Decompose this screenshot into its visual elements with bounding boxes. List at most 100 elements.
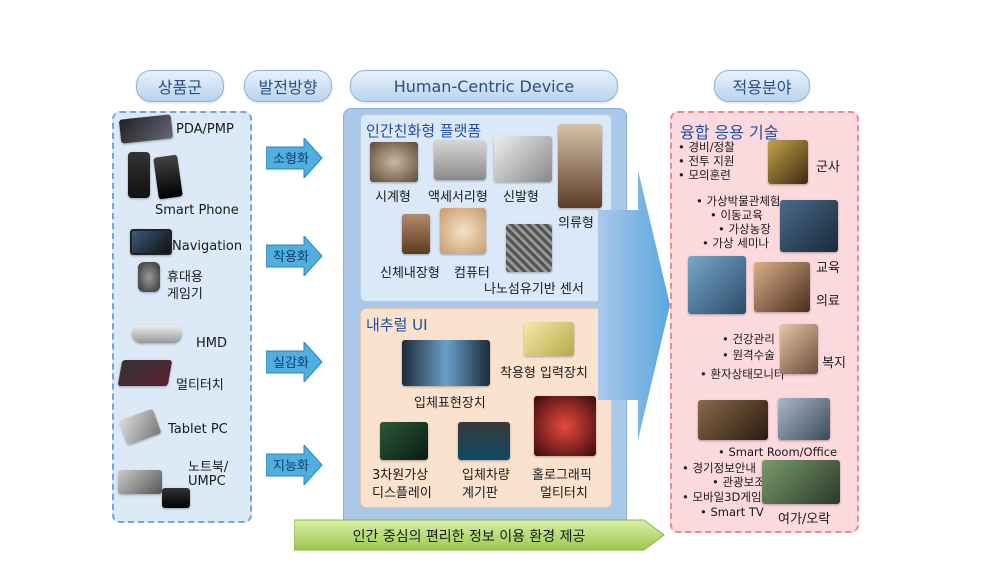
military-item-label: 경비/정찰	[688, 140, 735, 154]
dashboard-image	[458, 422, 510, 460]
military-image	[768, 140, 808, 184]
education-item: • 가상 세미나	[702, 236, 770, 250]
clothing-image	[558, 124, 602, 208]
holographic-image	[534, 396, 596, 456]
fusion-title: 융합 응용 기술	[680, 123, 779, 142]
direction-arrow-realistic: 실감화	[266, 342, 324, 382]
military-item: • 모의훈련	[678, 168, 731, 182]
education-item: • 가상박물관체험	[696, 194, 781, 208]
welfare-item: • 원격수술	[722, 348, 775, 362]
multitouch-image	[117, 360, 173, 386]
welfare-item: • 환자상태모니터	[700, 367, 785, 381]
arrow-right-icon	[266, 138, 323, 178]
education-item: • 가상농장	[718, 222, 771, 236]
direction-label-wearable: 착용화	[273, 250, 309, 265]
welfare-item-label: 원격수술	[732, 348, 775, 362]
leisure-item: • Smart TV	[700, 505, 764, 519]
ui-holo-1: 홀로그래픽	[532, 468, 592, 483]
product-navigation: Navigation	[172, 239, 243, 254]
smart-room-image-1	[698, 400, 768, 440]
leisure-item: • 경기정보안내	[682, 461, 756, 475]
watch-image	[370, 142, 418, 182]
medical-image-1	[688, 256, 746, 314]
ui-holo-2: 멀티터치	[540, 486, 588, 501]
product-notebook-1: 노트북/	[188, 460, 229, 475]
platform-clothing: 의류형	[558, 216, 594, 231]
direction-arrow-miniaturization: 소형화	[266, 138, 324, 178]
ui-display3d-2: 디스플레이	[372, 486, 432, 501]
fusion-education: 교육	[816, 261, 840, 276]
smart-room-item: • Smart Room/Office	[718, 445, 838, 459]
fusion-medical: 의료	[816, 294, 840, 309]
product-tablet: Tablet PC	[168, 422, 228, 437]
welfare-item: • 건강관리	[722, 332, 775, 346]
leisure-item: • 관광보조	[712, 475, 765, 489]
fusion-military: 군사	[816, 160, 840, 175]
header-application-label: 적용분야	[732, 78, 792, 97]
education-item-label: 가상박물관체험	[706, 194, 781, 208]
portable-game-image	[138, 262, 160, 292]
natural-ui-title: 내추럴 UI	[366, 316, 428, 334]
display3d-image	[380, 422, 428, 460]
arrow-right-icon	[266, 445, 323, 485]
implant-image	[402, 214, 430, 254]
welfare-item-label: 건강관리	[732, 332, 775, 346]
stereo-display-image	[402, 340, 490, 386]
ui-display3d-1: 3차원가상	[372, 468, 429, 483]
leisure-item: • 모바일3D게임	[682, 490, 762, 504]
leisure-image	[762, 460, 840, 504]
direction-label-miniaturization: 소형화	[273, 152, 309, 167]
accessory-image	[434, 140, 486, 180]
platform-shoe: 신발형	[503, 190, 539, 205]
header-device: Human-Centric Device	[350, 70, 618, 102]
ui-dashboard-2: 계기판	[462, 486, 498, 501]
header-application: 적용분야	[714, 70, 810, 102]
product-multitouch: 멀티터치	[176, 378, 224, 393]
welfare-item-label: 환자상태모니터	[710, 367, 785, 381]
platform-implant: 신체내장형	[380, 266, 440, 281]
direction-label-realistic: 실감화	[273, 356, 309, 371]
navigation-image	[130, 229, 172, 255]
education-item-label: 가상 세미나	[712, 236, 770, 250]
education-item: • 이동교육	[710, 208, 763, 222]
leisure-item-label: 관광보조	[722, 475, 765, 489]
product-pda: PDA/PMP	[176, 122, 234, 137]
footer-text: 인간 중심의 편리한 정보 이용 환경 제공	[352, 529, 586, 545]
product-smartphone: Smart Phone	[155, 203, 239, 218]
arrow-right-icon	[266, 342, 323, 382]
military-item: • 전투 지원	[678, 154, 735, 168]
leisure-item-label: 모바일3D게임	[692, 490, 762, 504]
fusion-leisure: 여가/오락	[778, 512, 831, 527]
computer-image	[440, 208, 486, 254]
welfare-image	[780, 324, 818, 374]
header-direction: 발전방향	[244, 70, 332, 102]
ui-stereo: 입체표현장치	[414, 396, 486, 411]
wearable-input-image	[524, 322, 574, 356]
military-item: • 경비/정찰	[678, 140, 735, 154]
direction-arrow-intelligent: 지능화	[266, 445, 324, 485]
military-item-label: 전투 지원	[688, 154, 735, 168]
notebook-image	[118, 470, 162, 494]
smart-room-label: Smart Room/Office	[728, 445, 838, 459]
product-notebook-2: UMPC	[188, 474, 226, 489]
medical-image-2	[754, 262, 810, 312]
smart-room-image-2	[778, 398, 830, 440]
header-device-label: Human-Centric Device	[393, 76, 575, 96]
header-product-group: 상품군	[136, 70, 224, 102]
military-item-label: 모의훈련	[688, 168, 731, 182]
header-direction-label: 발전방향	[258, 78, 318, 97]
hmd-image	[132, 325, 182, 343]
education-image	[780, 200, 838, 252]
platform-title: 인간친화형 플랫폼	[366, 122, 482, 140]
product-portable-game-1: 휴대용	[167, 270, 203, 285]
shoe-image	[494, 136, 552, 182]
product-hmd: HMD	[196, 336, 228, 351]
smartphone-image-1	[128, 152, 150, 198]
education-item-label: 가상농장	[728, 222, 771, 236]
platform-accessory: 액세서리형	[428, 190, 488, 205]
platform-watch: 시계형	[375, 190, 411, 205]
header-product-group-label: 상품군	[157, 78, 203, 97]
education-item-label: 이동교육	[720, 208, 763, 222]
direction-arrow-wearable: 착용화	[266, 236, 324, 276]
platform-computer: 컴퓨터	[454, 266, 490, 281]
